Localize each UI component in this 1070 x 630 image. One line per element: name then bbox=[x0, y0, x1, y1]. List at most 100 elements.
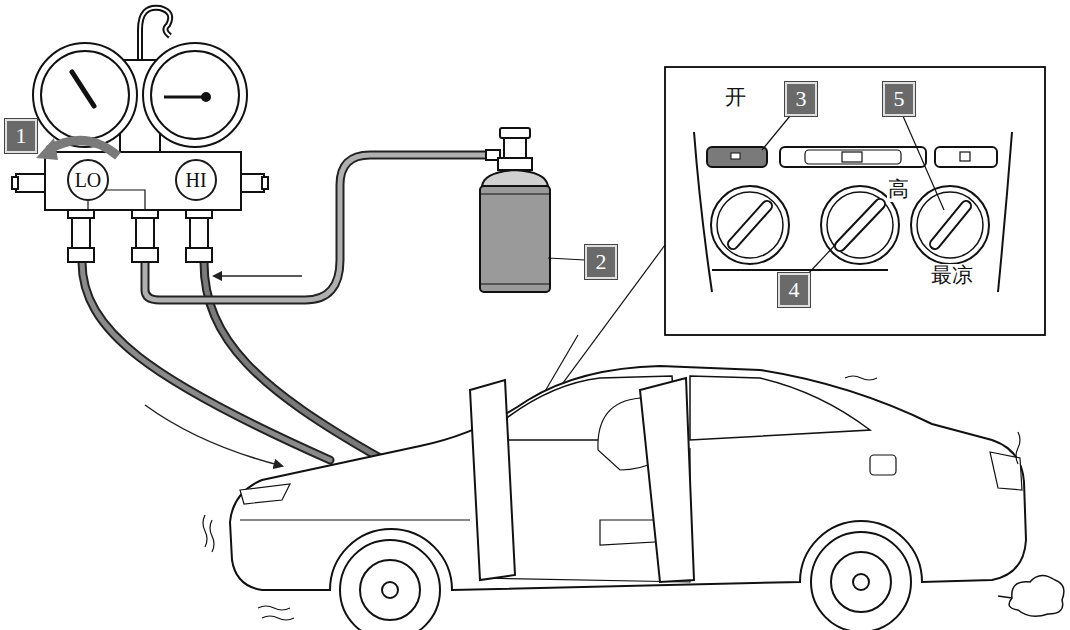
vibration-marks-part bbox=[845, 376, 877, 380]
manifold-gauge-part bbox=[33, 43, 137, 147]
control-panel-inset-part bbox=[805, 150, 901, 164]
panel-label: 最凉 bbox=[930, 264, 974, 287]
hoses-part bbox=[204, 262, 380, 458]
exhaust-smoke-part bbox=[1009, 575, 1064, 616]
control-panel-inset-part bbox=[840, 204, 880, 246]
car-part bbox=[230, 366, 1026, 590]
control-panel-inset-part bbox=[842, 152, 862, 162]
hoses-part bbox=[145, 155, 488, 300]
panel-label: 高 bbox=[887, 178, 910, 201]
control-panel-inset-part bbox=[780, 147, 926, 167]
manifold-gauge-part bbox=[16, 174, 46, 192]
control-panel-inset-part bbox=[731, 153, 740, 159]
valve-turn-arrow-part bbox=[48, 140, 118, 156]
manifold-gauge-part bbox=[12, 177, 18, 189]
control-panel-inset-part bbox=[935, 206, 966, 244]
manifold-gauge-part bbox=[164, 96, 206, 99]
valve-turn-arrow-part bbox=[36, 138, 58, 160]
manifold-gauge-part bbox=[240, 174, 264, 192]
car-part bbox=[360, 560, 420, 620]
callout-number: 3 bbox=[785, 82, 817, 116]
node-text: HI bbox=[185, 170, 206, 190]
manifold-gauge-part bbox=[68, 248, 94, 262]
vibration-marks-part bbox=[262, 616, 294, 620]
control-panel-inset-part bbox=[960, 152, 970, 161]
manifold-gauge-part bbox=[136, 218, 154, 248]
manifold-gauge-part bbox=[87, 200, 88, 210]
manifold-gauge-part bbox=[72, 72, 94, 106]
leader-line bbox=[762, 116, 944, 276]
hoses-part bbox=[145, 155, 488, 300]
callout-number: 4 bbox=[778, 273, 810, 307]
manifold-gauge-part bbox=[143, 43, 247, 147]
refrigerant-can-part bbox=[480, 194, 550, 195]
car bbox=[230, 366, 1026, 630]
control-panel-inset-part bbox=[707, 147, 767, 167]
node-text: 3 bbox=[796, 88, 807, 110]
manifold-gauge-part bbox=[68, 210, 94, 218]
control-panel-inset-part bbox=[911, 186, 989, 264]
car-part bbox=[870, 455, 896, 475]
manifold-gauge-part bbox=[151, 51, 239, 139]
car-part bbox=[831, 552, 891, 612]
valve-turn-arrow bbox=[36, 138, 118, 160]
car-part bbox=[240, 484, 290, 504]
manifold-gauge-part bbox=[132, 210, 158, 218]
car-part bbox=[690, 376, 870, 440]
vibration-marks-part bbox=[203, 515, 207, 547]
refrigerant-can bbox=[480, 128, 585, 292]
car-part bbox=[382, 582, 398, 598]
hoses-part bbox=[204, 262, 380, 458]
leader-line-part bbox=[806, 244, 836, 276]
flow-arrow-part bbox=[145, 405, 282, 466]
car-part bbox=[990, 452, 1022, 490]
vibration-marks-part bbox=[210, 520, 214, 552]
car-part bbox=[853, 574, 869, 590]
node-text: LO bbox=[75, 170, 102, 190]
control-panel-inset-part bbox=[840, 204, 880, 246]
refrigerant-can-part bbox=[548, 258, 585, 260]
panel-label: 开 bbox=[724, 86, 747, 109]
car-part bbox=[640, 378, 694, 582]
manifold-gauge-part bbox=[100, 190, 145, 210]
flow-arrow bbox=[145, 276, 302, 466]
manifold-gauge-part bbox=[202, 93, 210, 101]
node-text: 2 bbox=[596, 251, 607, 273]
control-panel-inset-part bbox=[917, 192, 983, 258]
refrigerant-can-part bbox=[500, 128, 530, 138]
refrigerant-can-part bbox=[480, 284, 550, 285]
control-panel-inset-part bbox=[935, 147, 997, 167]
control-panel-inset-part bbox=[733, 206, 767, 244]
exhaust-smoke bbox=[998, 575, 1064, 616]
car-part bbox=[811, 532, 911, 630]
manifold-gauge-part bbox=[45, 152, 241, 210]
callout-number: 5 bbox=[883, 82, 915, 116]
control-panel-inset-part bbox=[711, 186, 789, 264]
flow-arrow-part bbox=[214, 275, 302, 277]
vibration-marks-part bbox=[1016, 432, 1020, 464]
control-panel-inset-part bbox=[733, 206, 767, 244]
refrigerant-can-part bbox=[504, 138, 526, 158]
manifold-gauge-part bbox=[190, 218, 208, 248]
callout-number: 1 bbox=[5, 119, 37, 153]
manifold-gauge-part bbox=[186, 248, 212, 262]
manifold-gauge-part bbox=[41, 51, 129, 139]
manifold-gauge bbox=[12, 8, 268, 262]
car-part bbox=[240, 519, 470, 520]
control-panel-inset-part bbox=[998, 132, 1012, 292]
vibration-marks bbox=[203, 376, 1020, 620]
callout-number: 2 bbox=[585, 245, 617, 279]
car-part bbox=[340, 540, 440, 630]
leader-line-part bbox=[762, 116, 790, 150]
control-panel-inset-part bbox=[712, 269, 888, 271]
manifold-gauge-part bbox=[72, 218, 90, 248]
control-panel-inset-part bbox=[827, 192, 893, 258]
node-text: 4 bbox=[789, 279, 800, 301]
high-side-valve: HI bbox=[175, 159, 217, 201]
control-panel-inset-part bbox=[665, 67, 1045, 335]
car-part bbox=[470, 380, 515, 580]
vibration-marks-part bbox=[258, 606, 290, 610]
low-side-valve: LO bbox=[67, 159, 109, 201]
